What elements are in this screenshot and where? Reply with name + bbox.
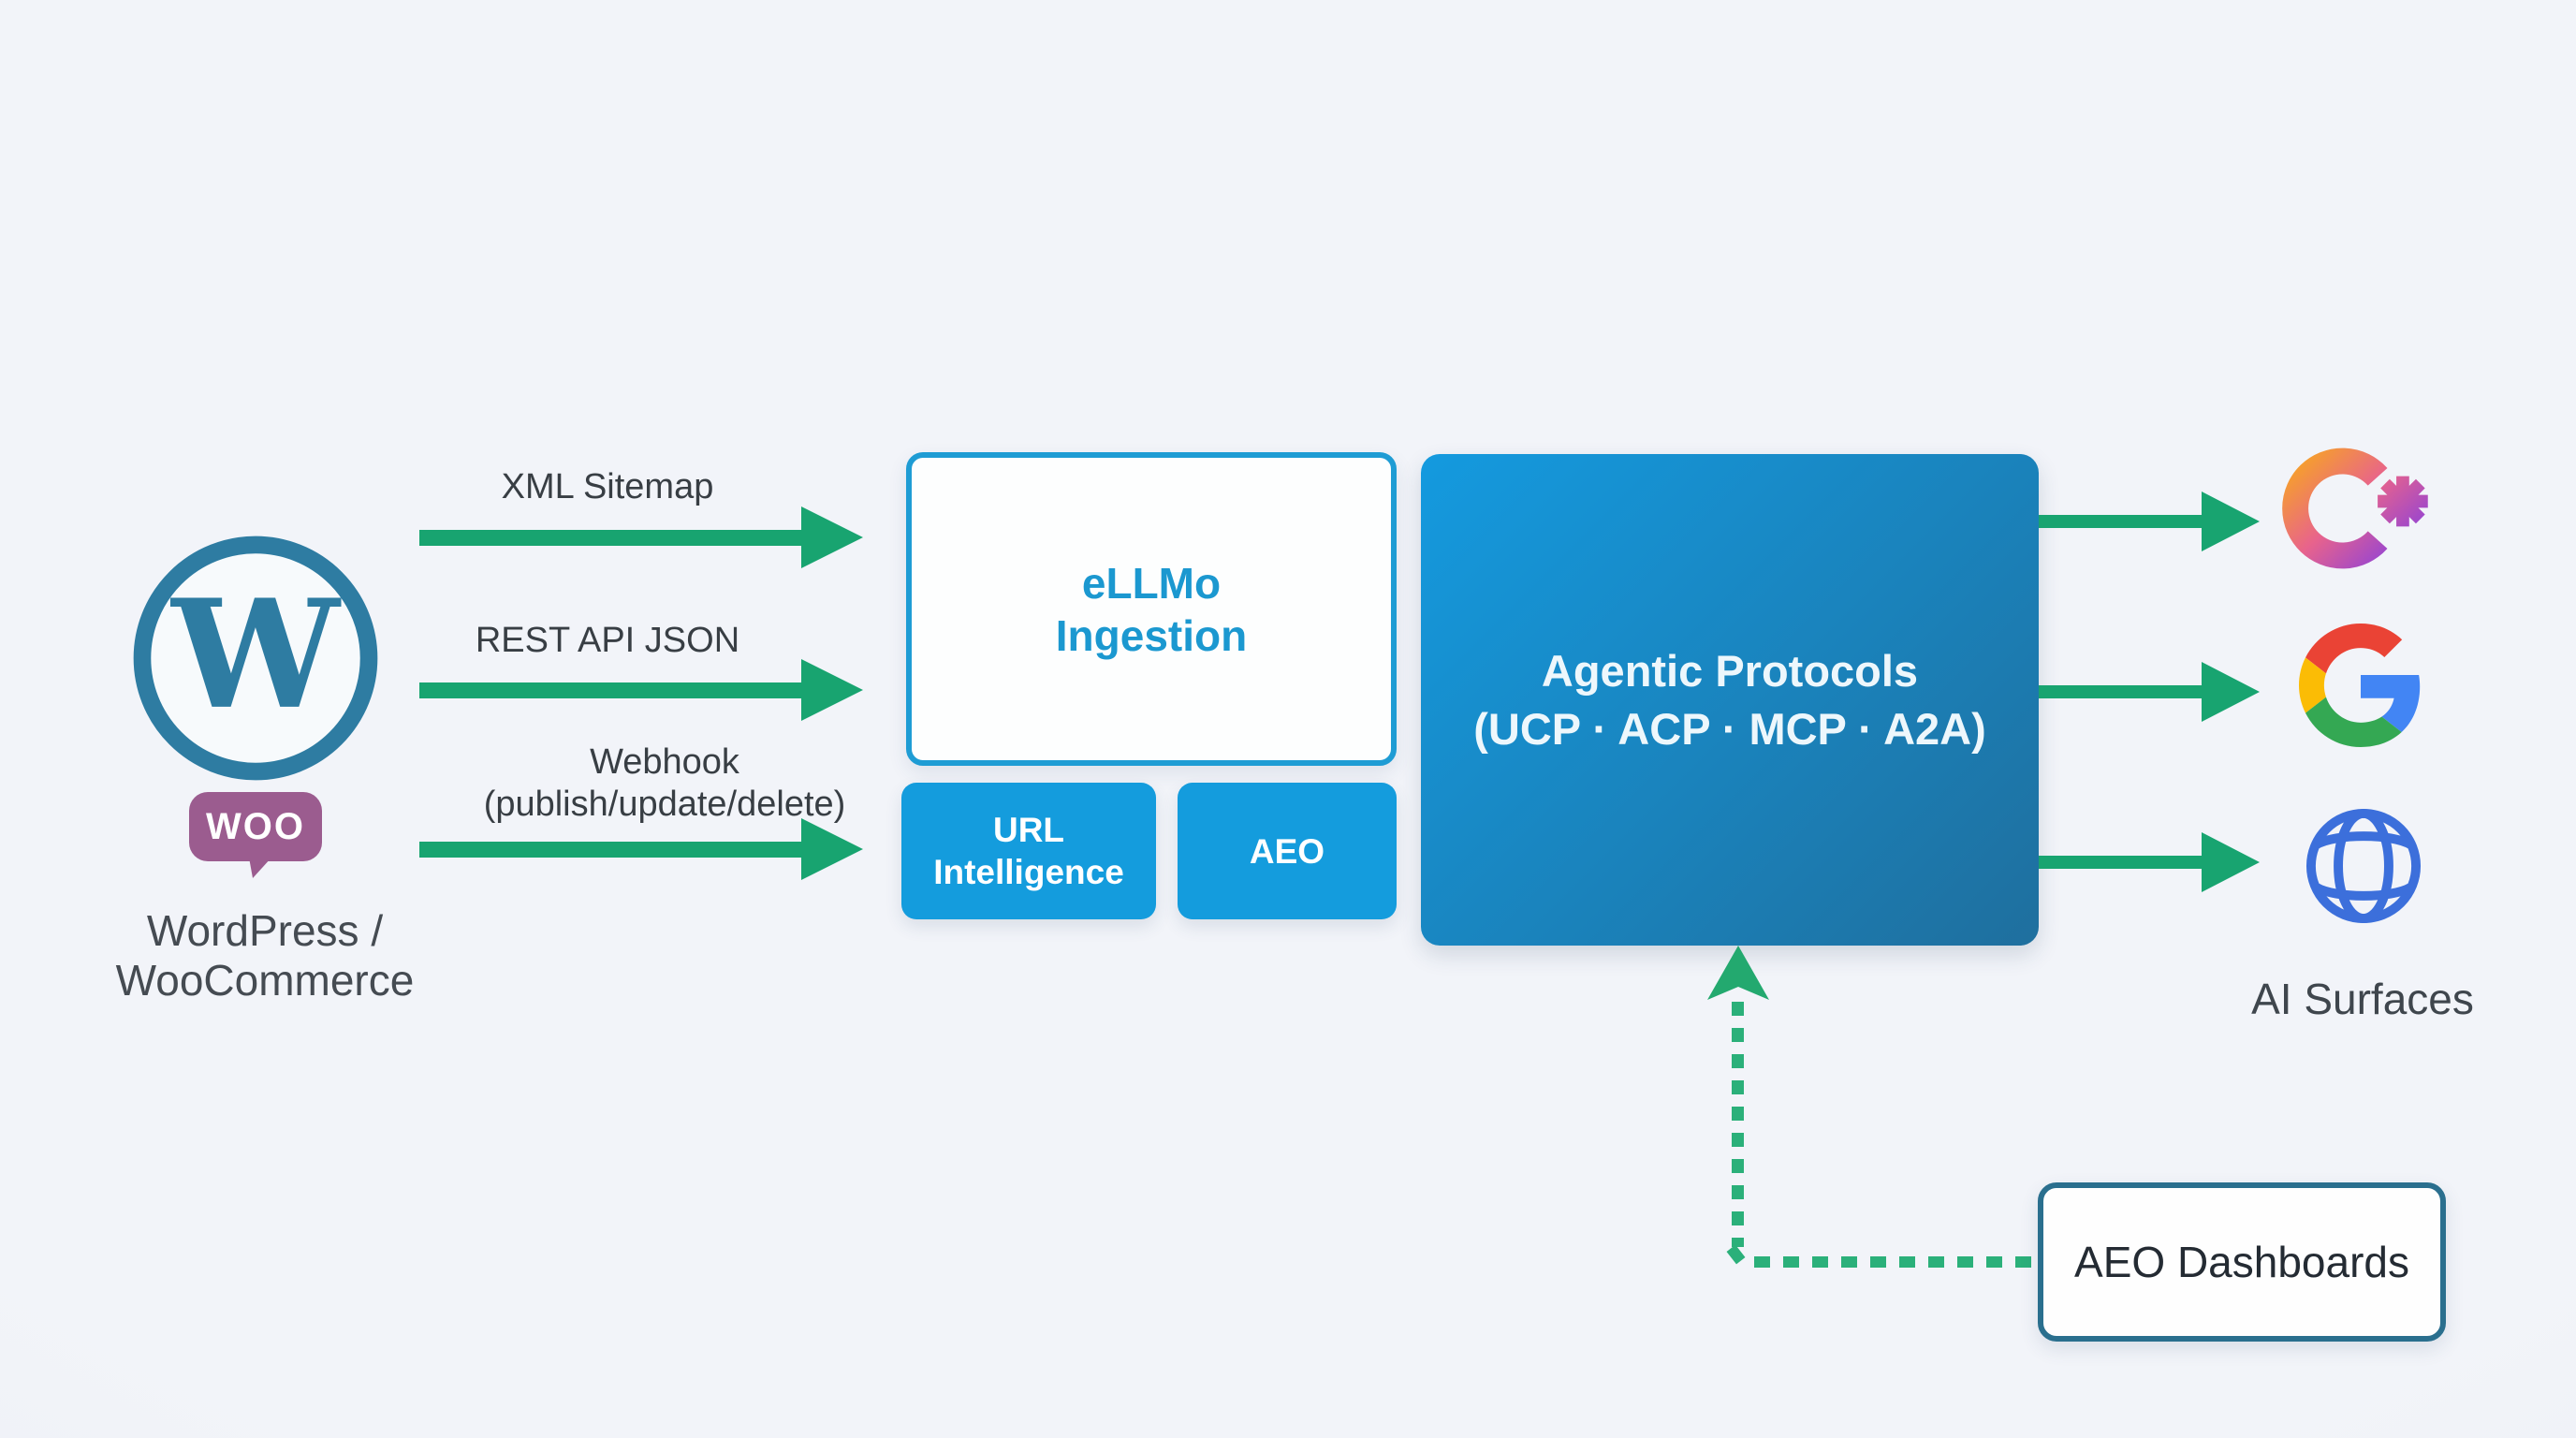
arrow-to-google-head bbox=[2202, 662, 2260, 722]
ellmo-ingestion-box: eLLMo Ingestion bbox=[906, 452, 1397, 766]
ingestion-title-line2: Ingestion bbox=[1055, 610, 1248, 660]
protocols-title-line1: Agentic Protocols bbox=[1541, 645, 1919, 696]
wordpress-w-glyph: W bbox=[169, 566, 342, 742]
arrow-to-google-shaft bbox=[2039, 685, 2203, 698]
feedback-arrow-head bbox=[1707, 946, 1769, 1000]
arrow-webhook-head bbox=[801, 818, 863, 880]
feedback-arrow-corner bbox=[1726, 1244, 1746, 1265]
arrow-to-ai-chat-shaft bbox=[2039, 515, 2203, 528]
ingestion-title-line1: eLLMo bbox=[1081, 558, 1222, 608]
woo-badge-tail bbox=[249, 858, 271, 878]
feedback-arrow-horizontal bbox=[1754, 1256, 2038, 1268]
arrow-to-web-shaft bbox=[2039, 856, 2203, 869]
arrow-rest-api-head bbox=[801, 659, 863, 721]
arrow-rest-api-shaft bbox=[419, 682, 803, 698]
ai-chat-logo-icon bbox=[2282, 448, 2428, 569]
source-caption-line2: WooCommerce bbox=[115, 956, 415, 1005]
agentic-protocols-box: Agentic Protocols (UCP · ACP · MCP · A2A… bbox=[1421, 454, 2039, 946]
source-caption-line1: WordPress / bbox=[146, 906, 384, 955]
asterisk-glyph bbox=[2378, 476, 2428, 527]
webhook-label-line2: (publish/update/delete) bbox=[483, 785, 846, 824]
aeo-box: AEO bbox=[1178, 783, 1397, 919]
url-intelligence-line2: Intelligence bbox=[933, 853, 1124, 891]
woocommerce-logo-icon: WOO bbox=[189, 792, 322, 861]
arrow-xml-sitemap-shaft bbox=[419, 530, 803, 546]
aeo-dashboards-box: AEO Dashboards bbox=[2038, 1182, 2446, 1342]
wordpress-logo-icon: W bbox=[133, 536, 378, 781]
protocols-title-line2: (UCP · ACP · MCP · A2A) bbox=[1473, 703, 1986, 754]
input-label-rest-api-json: REST API JSON bbox=[475, 621, 740, 660]
arrow-to-web-head bbox=[2202, 832, 2260, 892]
input-label-xml-sitemap: XML Sitemap bbox=[501, 467, 714, 506]
arrow-webhook-shaft bbox=[419, 842, 803, 858]
webhook-label-line1: Webhook bbox=[590, 742, 739, 782]
google-logo-icon bbox=[2299, 624, 2421, 747]
arrow-to-ai-chat-head bbox=[2202, 492, 2260, 551]
source-caption: WordPress / WooCommerce bbox=[54, 906, 476, 1005]
input-label-webhook: Webhook (publish/update/delete) bbox=[431, 741, 899, 826]
aeo-box-label: AEO bbox=[1249, 831, 1325, 871]
arrow-xml-sitemap-head bbox=[801, 506, 863, 568]
woo-badge-label: WOO bbox=[206, 805, 305, 847]
url-intelligence-line1: URL bbox=[992, 811, 1065, 849]
ai-surfaces-caption: AI Surfaces bbox=[2251, 975, 2474, 1023]
web-globe-icon bbox=[2305, 808, 2422, 924]
url-intelligence-box: URL Intelligence bbox=[901, 783, 1156, 919]
aeo-dashboards-label: AEO Dashboards bbox=[2074, 1238, 2409, 1286]
feedback-arrow-vertical bbox=[1732, 1002, 1744, 1247]
